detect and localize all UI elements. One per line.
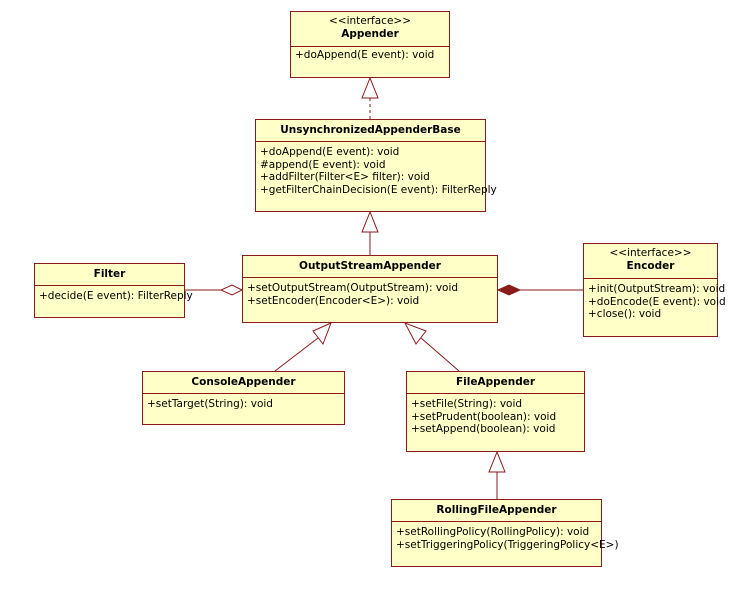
operation: +doEncode(E event): void (588, 295, 726, 308)
operation: +decide(E event): FilterReply (39, 290, 193, 302)
class-appender[interactable]: <<interface>> Appender +doAppend(E event… (290, 11, 450, 78)
operations-compartment: +setOutputStream(OutputStream): void +se… (243, 278, 497, 309)
operation: +addFilter(Filter<E> filter): void (260, 171, 430, 183)
operations-compartment: +doAppend(E event): void (291, 47, 449, 64)
operations-compartment: +decide(E event): FilterReply (35, 286, 193, 305)
class-console-appender[interactable]: ConsoleAppender +setTarget(String): void (142, 371, 345, 425)
operation: +setFile(String): void (411, 398, 523, 410)
operation: +setPrudent(boolean): void (411, 410, 557, 423)
generalization-outputstream-to-unsync (361, 210, 379, 255)
generalization-rolling-to-file (488, 450, 506, 499)
operations-compartment: +setRollingPolicy(RollingPolicy): void +… (392, 522, 619, 553)
class-name: Appender (341, 28, 399, 40)
class-name: RollingFileAppender (436, 504, 557, 516)
aggregation-outputstream-filter (185, 284, 244, 296)
stereotype-label: <<interface>> (328, 15, 412, 27)
operation: +setAppend(boolean): void (411, 423, 556, 435)
class-header: FileAppender (407, 372, 584, 394)
operation: +setTriggeringPolicy(TriggeringPolicy<E>… (396, 538, 619, 551)
class-header: OutputStreamAppender (243, 256, 497, 278)
class-header: RollingFileAppender (392, 500, 601, 522)
operations-compartment: +doAppend(E event): void #append(E event… (256, 142, 497, 198)
operation: #append(E event): void (260, 158, 386, 171)
class-encoder[interactable]: <<interface>> Encoder +init(OutputStream… (583, 243, 726, 337)
class-header: ConsoleAppender (143, 372, 344, 394)
class-unsynchronized-appender-base[interactable]: UnsynchronizedAppenderBase +doAppend(E e… (255, 119, 497, 212)
operation: +doAppend(E event): void (260, 146, 400, 158)
operation: +close(): void (588, 308, 662, 320)
operations-compartment: +init(OutputStream): void +doEncode(E ev… (584, 279, 726, 323)
generalization-console-to-outputstream (274, 322, 332, 372)
operations-compartment: +setFile(String): void +setPrudent(boole… (407, 394, 584, 438)
operation: +init(OutputStream): void (588, 283, 726, 295)
class-rolling-file-appender[interactable]: RollingFileAppender +setRollingPolicy(Ro… (391, 499, 619, 567)
class-name: ConsoleAppender (191, 376, 296, 388)
class-header: <<interface>> Encoder (584, 244, 717, 279)
class-name: FileAppender (455, 376, 536, 388)
generalization-file-to-outputstream (403, 322, 460, 372)
operation: +getFilterChainDecision(E event): Filter… (260, 183, 497, 196)
operation: +setTarget(String): void (147, 398, 273, 410)
realization-unsync-to-appender (361, 76, 379, 119)
class-name: Filter (93, 268, 126, 280)
class-name: Encoder (626, 260, 675, 272)
class-name: UnsynchronizedAppenderBase (280, 124, 461, 136)
operation: +setRollingPolicy(RollingPolicy): void (396, 526, 590, 538)
operation: +setEncoder(Encoder<E>): void (247, 294, 420, 307)
operations-compartment: +setTarget(String): void (143, 394, 344, 413)
class-header: Filter (35, 264, 184, 286)
operation: +setOutputStream(OutputStream): void (247, 282, 459, 294)
class-name: OutputStreamAppender (299, 260, 441, 272)
stereotype-label: <<interface>> (609, 247, 692, 259)
class-header: UnsynchronizedAppenderBase (256, 120, 485, 142)
class-output-stream-appender[interactable]: OutputStreamAppender +setOutputStream(Ou… (242, 255, 498, 323)
composition-outputstream-encoder (496, 284, 583, 296)
class-file-appender[interactable]: FileAppender +setFile(String): void +set… (406, 371, 585, 452)
class-filter[interactable]: Filter +decide(E event): FilterReply (34, 263, 193, 318)
operation: +doAppend(E event): void (295, 49, 435, 61)
class-header: <<interface>> Appender (291, 12, 449, 47)
